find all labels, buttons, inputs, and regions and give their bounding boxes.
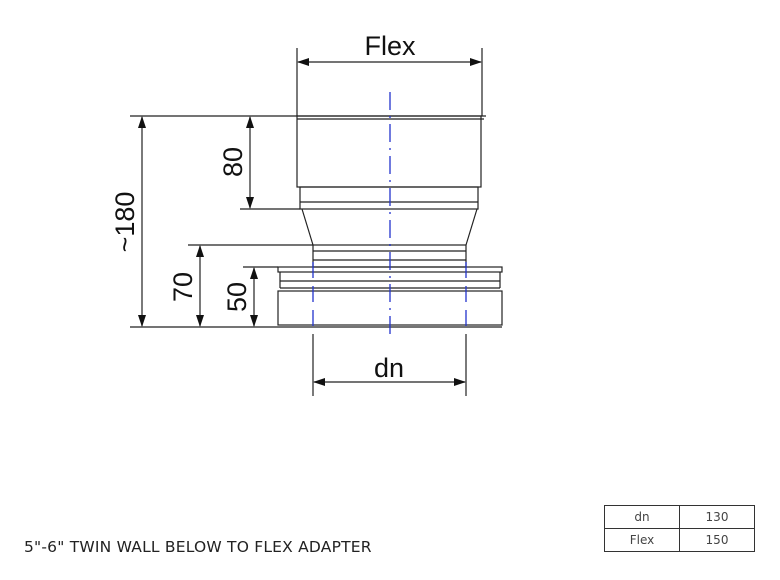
dn-dimension: dn [312, 334, 467, 396]
flange-height-label: 50 [222, 282, 252, 312]
spec-value: 130 [679, 505, 755, 529]
table-row: dn 130 [604, 505, 755, 529]
table-row: Flex 150 [604, 528, 755, 552]
drawing-title: 5"-6" TWIN WALL BELOW TO FLEX ADAPTER [24, 538, 372, 556]
lower-height-dimension: 70 [168, 245, 204, 327]
lower-height-label: 70 [168, 272, 198, 302]
flange-height-dimension: 50 [222, 267, 258, 327]
upper-height-dimension: 80 [218, 116, 254, 209]
total-height-label: ~180 [110, 192, 140, 253]
spec-value: 150 [679, 528, 755, 552]
spec-table: dn 130 Flex 150 [604, 505, 755, 552]
flex-label: Flex [364, 31, 416, 61]
dn-label: dn [374, 353, 404, 383]
spec-label: dn [604, 505, 680, 529]
upper-height-label: 80 [218, 147, 248, 177]
flex-dimension: Flex [296, 31, 483, 116]
center-lines [312, 92, 467, 340]
total-height-dimension: ~180 [110, 116, 146, 327]
spec-label: Flex [604, 528, 680, 552]
